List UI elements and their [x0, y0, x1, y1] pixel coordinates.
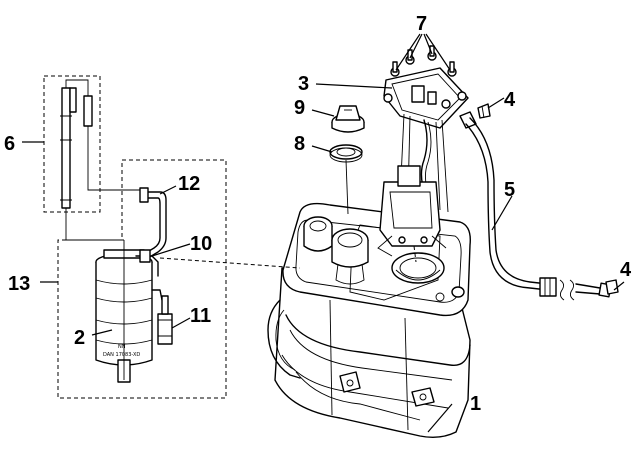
callout-5: 5 [504, 179, 515, 201]
leader-lines [22, 33, 625, 433]
hose-clamp-upper [477, 103, 491, 119]
fuel-tank [267, 202, 471, 439]
pump-bracket [135, 249, 159, 277]
hose-clamp-lower [605, 279, 619, 295]
pump-label-line2: DAN 17083-XD [103, 352, 140, 358]
callout-8: 8 [294, 133, 305, 155]
callout-3: 3 [298, 73, 309, 95]
callout-12: 12 [178, 173, 200, 195]
pump-module-assembly [377, 45, 469, 263]
callout-numbers: 1 2 3 4 4 5 6 7 8 9 10 11 12 13 [4, 13, 632, 415]
filler-cap [331, 105, 365, 133]
callout-2: 2 [74, 327, 85, 349]
return-pipe [139, 187, 167, 259]
callout-13: 13 [8, 273, 30, 295]
callout-7: 7 [416, 13, 427, 35]
callout-4-upper: 4 [504, 89, 516, 111]
level-sender [60, 79, 93, 209]
fuel-hose [459, 111, 612, 301]
callout-11: 11 [190, 305, 211, 327]
callout-9: 9 [294, 97, 305, 119]
pump-label-line1: NN [118, 344, 126, 350]
callout-1: 1 [470, 393, 481, 415]
callout-4-lower: 4 [620, 259, 632, 281]
fuel-filter [151, 289, 173, 345]
callout-10: 10 [190, 233, 212, 255]
callout-6: 6 [4, 133, 15, 155]
cap-gasket [329, 144, 363, 163]
filter-box [43, 75, 101, 213]
